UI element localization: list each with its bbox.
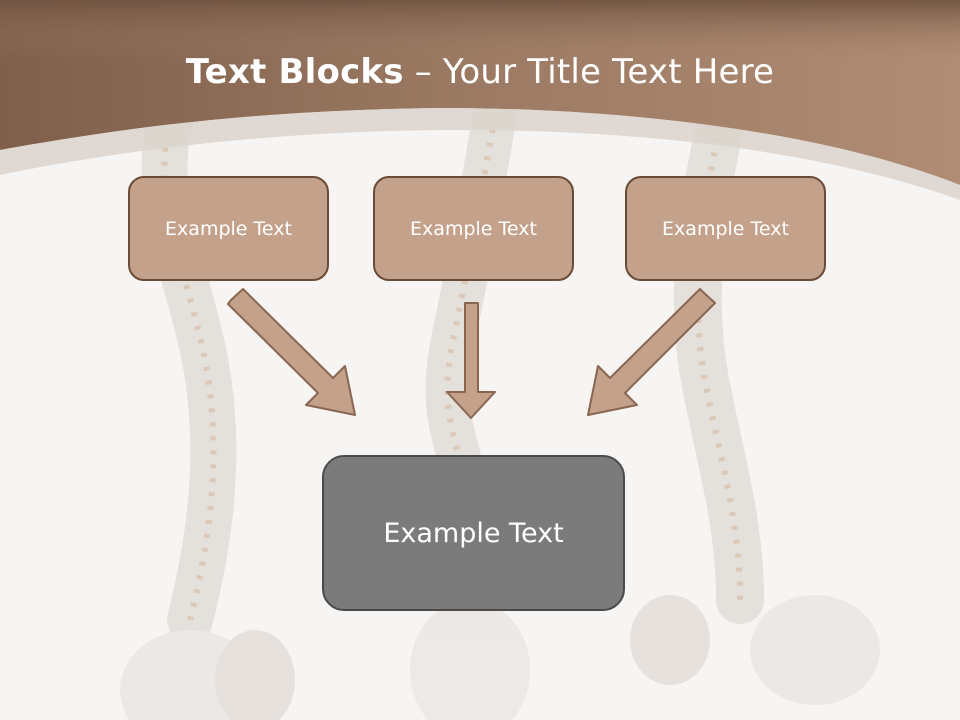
text-block-right[interactable]: Example Text xyxy=(625,176,826,281)
text-block-center-label: Example Text xyxy=(383,517,564,549)
text-block-center[interactable]: Example Text xyxy=(322,455,625,611)
header-swoosh xyxy=(0,108,960,200)
title-bold-part: Text Blocks xyxy=(185,52,404,92)
text-block-right-label: Example Text xyxy=(662,217,789,240)
page-title: Text Blocks – Your Title Text Here xyxy=(0,52,960,92)
text-block-middle[interactable]: Example Text xyxy=(373,176,574,281)
title-separator: – xyxy=(403,52,443,92)
text-block-left-label: Example Text xyxy=(165,217,292,240)
text-block-middle-label: Example Text xyxy=(410,217,537,240)
title-rest-part: Your Title Text Here xyxy=(442,52,775,92)
text-block-left[interactable]: Example Text xyxy=(128,176,329,281)
